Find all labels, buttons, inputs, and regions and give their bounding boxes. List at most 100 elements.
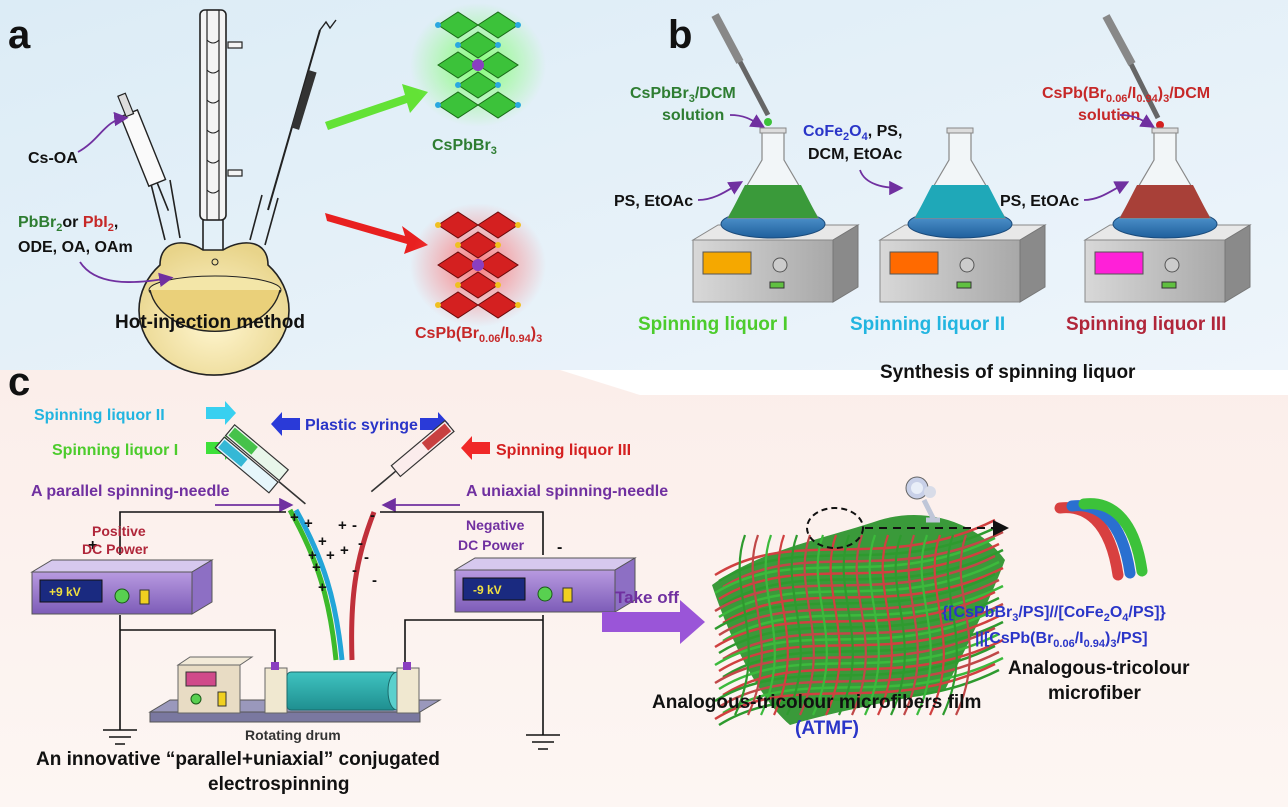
charge-sign: + <box>304 515 313 532</box>
cs-oa-label: Cs-OA <box>28 150 78 167</box>
negative-terminal: - <box>557 539 562 556</box>
charge-sign: + <box>326 547 335 564</box>
charge-sign: + <box>340 542 349 559</box>
charge-sign: + <box>318 533 327 550</box>
sol3-arrow <box>1119 114 1156 128</box>
film-fiber <box>714 608 996 667</box>
sol3-label-line2: solution <box>1078 107 1140 124</box>
sol3-label-line1: CsPb(Br0.06/I0.94)3/DCM <box>1042 85 1210 105</box>
positive-power-supply <box>30 559 214 615</box>
cspbbr3-crystal <box>410 3 546 127</box>
cspbbri-crystal <box>410 203 546 327</box>
cofe-label-line1: CoFe2O4, PS, <box>803 123 902 143</box>
ps3-arrow <box>1083 181 1130 201</box>
film-fiber <box>714 644 996 703</box>
charge-sign: + <box>318 579 327 596</box>
film-fiber <box>718 650 1000 709</box>
film-fiber <box>864 534 880 716</box>
film-fiber <box>714 572 996 631</box>
film-fiber <box>812 534 828 716</box>
negative-power-label-2: DC Power <box>458 537 525 553</box>
take-off-label: Take off <box>615 588 679 607</box>
film-fiber <box>890 534 906 716</box>
cs-oa-arrow <box>77 111 129 153</box>
sol1-label-line2: solution <box>662 107 724 124</box>
fiber-label-1: Analogous-tricolour <box>1008 658 1190 679</box>
film-fiber <box>718 542 1000 601</box>
film-fiber <box>903 534 919 716</box>
liquor2-label: Spinning liquor II <box>850 314 1005 335</box>
film-fiber <box>916 534 932 716</box>
charge-sign: - <box>364 549 369 566</box>
film-fiber <box>877 534 893 716</box>
fiber-jets <box>287 508 377 661</box>
positive-kv-display: +9 kV <box>49 585 81 599</box>
panel-a-letter: a <box>8 13 31 57</box>
formula-line1: {[CsPbBr3/PS]//[CoFe2O4/PS]} <box>942 604 1166 624</box>
reagents-label: ODE, OA, OAm <box>18 239 133 256</box>
film-fiber <box>718 560 1000 619</box>
film-fiber <box>718 614 1000 673</box>
film-fiber <box>760 534 776 716</box>
uniaxial-needle-label: A uniaxial spinning-needle <box>466 483 668 500</box>
stirrer-2 <box>878 127 1047 303</box>
film-fiber <box>955 534 971 716</box>
c-liquor2-arrow <box>206 401 236 425</box>
sol1-arrow <box>729 114 766 128</box>
charge-sign: + <box>290 509 299 526</box>
charge-sign: - <box>352 517 357 534</box>
film-fiber <box>718 524 1000 583</box>
film-fiber <box>747 534 763 716</box>
fiber-label-2: microfiber <box>1048 683 1142 704</box>
liquor3-label: Spinning liquor III <box>1066 314 1226 335</box>
charge-sign: + <box>312 559 321 576</box>
film-fiber <box>942 534 958 716</box>
plastic-syringe-label: Plastic syringe <box>305 417 418 434</box>
uniaxial-syringe <box>370 419 455 493</box>
ps1-label: PS, EtOAc <box>614 193 693 210</box>
film-fiber <box>773 534 789 716</box>
c-liquor1-label: Spinning liquor I <box>52 442 178 459</box>
magnetic-stirrers <box>691 127 1252 303</box>
charge-signs: +++++++++------ <box>290 507 377 596</box>
panel-b-caption: Synthesis of spinning liquor <box>880 362 1136 383</box>
cofe-arrow <box>859 169 904 196</box>
pbx2-label: PbBr2or PbI2, <box>18 214 118 234</box>
fiber-film <box>712 507 1005 727</box>
panel-c-caption-1: An innovative “parallel+uniaxial” conjug… <box>36 749 440 770</box>
syringe-arrow-left <box>271 412 300 436</box>
cofe-label-line2: DCM, EtOAc <box>808 146 902 163</box>
three-neck-flask <box>117 9 337 376</box>
reagents-arrow <box>79 261 174 287</box>
panel-c-caption-2: electrospinning <box>208 774 349 795</box>
charge-sign: - <box>372 572 377 589</box>
charge-sign: - <box>352 562 357 579</box>
panel-b-letter: b <box>668 13 692 57</box>
c-liquor3-label: Spinning liquor III <box>496 442 631 459</box>
c-liquor3-arrow <box>461 436 490 460</box>
sol1-label-line1: CsPbBr3/DCM <box>630 85 736 105</box>
rotating-drum-setup <box>148 656 442 723</box>
ps1-arrow <box>697 181 744 201</box>
red-arrow <box>325 213 428 254</box>
film-fiber <box>714 554 996 613</box>
ps3-label: PS, EtOAc <box>1000 193 1079 210</box>
tricolour-fiber <box>1054 498 1148 581</box>
film-fiber <box>825 534 841 716</box>
film-fiber <box>734 534 750 716</box>
parallel-needle-label: A parallel spinning-needle <box>31 483 230 500</box>
negative-kv-display: -9 kV <box>473 583 502 597</box>
film-fiber <box>722 584 1004 643</box>
charge-sign: - <box>358 535 363 552</box>
positive-power-label-2: DC Power <box>82 541 149 557</box>
negative-power-supply <box>453 557 637 613</box>
film-fiber <box>718 596 1000 655</box>
film-label-2: (ATMF) <box>795 718 859 739</box>
hot-injection-label: Hot-injection method <box>115 312 305 333</box>
film-fiber <box>929 534 945 716</box>
positive-terminal: + <box>88 537 97 554</box>
rotating-drum-label: Rotating drum <box>245 727 341 743</box>
take-off-arrow <box>602 600 705 644</box>
film-fiber <box>799 534 815 716</box>
